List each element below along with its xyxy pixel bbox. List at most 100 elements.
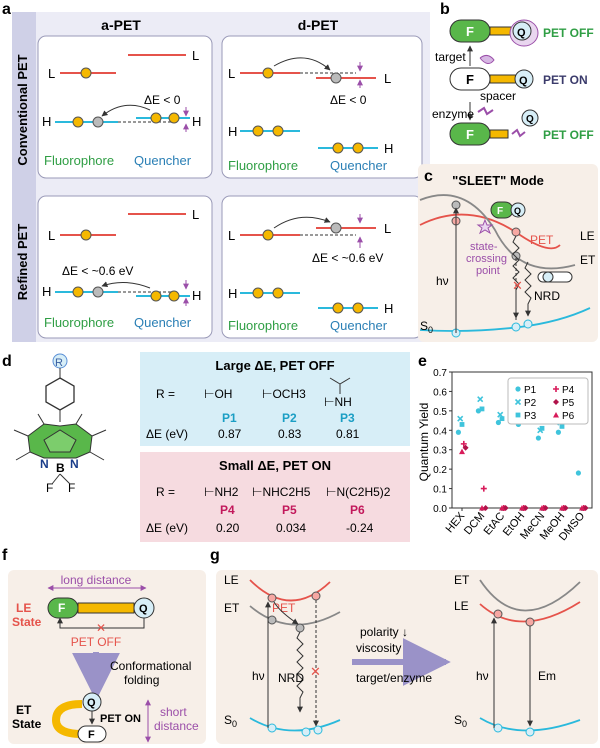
quadrant-apet-refined [37,195,213,339]
label-L: L [192,207,199,222]
n-label: N [40,457,49,471]
y-tick-label: 0.1 [433,485,447,496]
label-H: H [192,288,201,303]
label-L: L [192,48,199,63]
panel-f-label: f [2,547,8,564]
label-L: L [48,228,55,243]
pet-on-label: PET ON [100,713,141,725]
y-tick-label: 0.6 [433,387,447,398]
legend-box [507,377,589,425]
value-p5: 0.034 [276,521,306,535]
name-p2: P2 [282,411,297,425]
panel-a-label: a [2,1,11,18]
small-de-box [140,452,410,542]
f-label: F [58,601,65,615]
legend-marker-p3 [515,412,521,418]
panel-g-label: g [210,547,220,564]
long-distance-label: long distance [61,573,132,587]
s0-label: S0 [454,713,467,729]
fluorophore-label: Fluorophore [228,318,298,333]
value-p1: 0.87 [218,427,242,441]
panel-c-label: c [424,168,433,185]
pet-off-label: PET OFF [543,128,594,142]
x-tick-label: DCM [462,510,487,537]
label-H: H [228,286,237,301]
legend-marker-p4 [553,386,559,392]
group-p1: ⊢OH [204,387,232,401]
pet-label: PET [272,601,296,615]
y-tick-label: 0.7 [433,368,447,379]
name-p6: P6 [350,503,365,517]
row-header-conventional: Conventional PET [15,54,30,165]
data-point-p6 [459,448,465,455]
data-point-p3 [459,422,465,427]
s0-label: S0 [224,713,237,729]
quencher-label: Quencher [330,318,388,333]
blocked-cross: ✕ [512,278,523,293]
nrd-label: NRD [278,671,304,685]
et-label: ET [580,253,596,267]
group-p4: ⊢NH2 [204,485,239,499]
row-header-refined: Refined PET [15,224,30,301]
enzyme-label: enzyme [432,107,474,121]
delta-e-refined-label: ΔE < ~0.6 eV [312,251,383,265]
quantum-yield-chart: 0.00.10.20.30.40.50.60.7HEXDCMEtACEtOHMe… [433,368,593,543]
le-label: LE [224,573,239,587]
value-p3: 0.81 [336,427,360,441]
large-de-box [140,352,410,446]
le-label: LE [580,229,595,243]
panel-e: e Quantum Yield 0.00.10.20.30.40.50.60.7… [417,353,593,543]
hv-label: hν [436,274,449,288]
pet-off-label: PET OFF [71,635,121,649]
data-point-p3 [539,425,545,431]
data-point-p3 [559,424,565,429]
legend-label-p6: P6 [562,411,575,422]
legend-label-p3: P3 [524,411,537,422]
data-point-p4 [480,485,487,492]
et-label: ET [454,573,470,587]
blocked-cross: ✕ [310,664,321,679]
fluorophore-label: Fluorophore [44,153,114,168]
target-label: target [435,50,466,64]
de-row-label: ΔE (eV) [146,427,188,441]
f-label: F [88,729,95,741]
r-equals: R = [156,387,175,401]
name-p1: P1 [222,411,237,425]
quencher-label: Quencher [134,153,192,168]
em-label: Em [538,669,556,683]
sleet-title: "SLEET" Mode [452,173,544,188]
panel-d-label: d [2,353,12,370]
small-de-title: Small ΔE, PET ON [219,458,331,473]
q-label: Q [514,206,521,216]
panel-c-bg [418,164,598,342]
q-label: Q [519,75,528,87]
data-point-p1 [575,470,582,476]
panel-d: d R N N B F F Large ΔE, PET OFF R = ⊢OH … [2,352,410,542]
hv-label: hν [252,669,265,683]
hv-label: hν [476,669,489,683]
data-point-p2 [457,415,464,422]
panel-g: g LE ET S0 hν PET NRD ✕ polarity ↓ visco… [210,547,598,744]
quadrant-dpet-refined [221,195,423,339]
group-p2: ⊢OCH3 [262,387,306,401]
label-H: H [384,301,393,316]
delta-e-label: ΔE < 0 [144,93,181,107]
value-p2: 0.83 [278,427,302,441]
f-label: F [466,127,474,142]
q-label: Q [517,27,526,39]
label-H: H [228,124,237,139]
f-label: F [497,206,503,217]
name-p3: P3 [340,411,355,425]
label-L: L [228,228,235,243]
fluorophore-label: Fluorophore [44,315,114,330]
n-label: N [70,457,79,471]
label-L: L [384,71,391,86]
data-point-p2 [477,396,484,403]
